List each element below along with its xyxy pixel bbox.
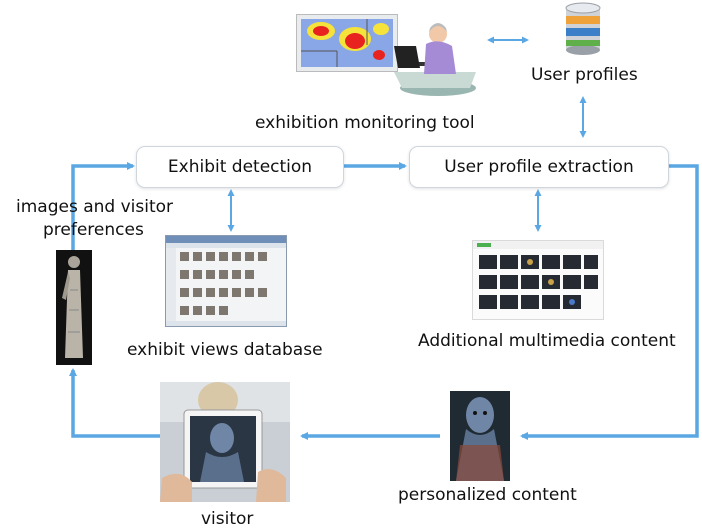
exhibit-views-database-label: exhibit views database — [127, 340, 323, 360]
operator-at-desk-illustration — [380, 16, 480, 96]
images-preferences-label-line1: images and visitor — [16, 197, 174, 217]
personalized-content-image — [442, 385, 518, 481]
personalized-content-label: personalized content — [398, 485, 577, 505]
arrow-extraction-to-personalized — [520, 164, 699, 440]
exhibit-views-database-image — [165, 235, 287, 327]
heatmap-floorplan-image — [296, 14, 398, 72]
exhibit-detection-box: Exhibit detection — [136, 146, 344, 188]
user-profiles-label: User profiles — [531, 65, 638, 85]
images-preferences-label-line2: preferences — [43, 220, 144, 240]
exhibit-detection-label: Exhibit detection — [167, 157, 313, 177]
statue-image — [56, 250, 92, 365]
user-profile-extraction-box: User profile extraction — [409, 146, 669, 188]
user-profile-extraction-label: User profile extraction — [444, 157, 634, 177]
visitor-photo-image — [160, 382, 290, 502]
additional-multimedia-label: Additional multimedia content — [418, 331, 676, 351]
monitoring-tool-label: exhibition monitoring tool — [255, 113, 475, 133]
visitor-label: visitor — [201, 509, 254, 529]
database-icon — [560, 2, 606, 56]
arrow-statue-to-detection — [71, 162, 135, 250]
multimedia-content-image — [472, 240, 604, 320]
arrow-visitor-to-statue — [69, 368, 160, 438]
